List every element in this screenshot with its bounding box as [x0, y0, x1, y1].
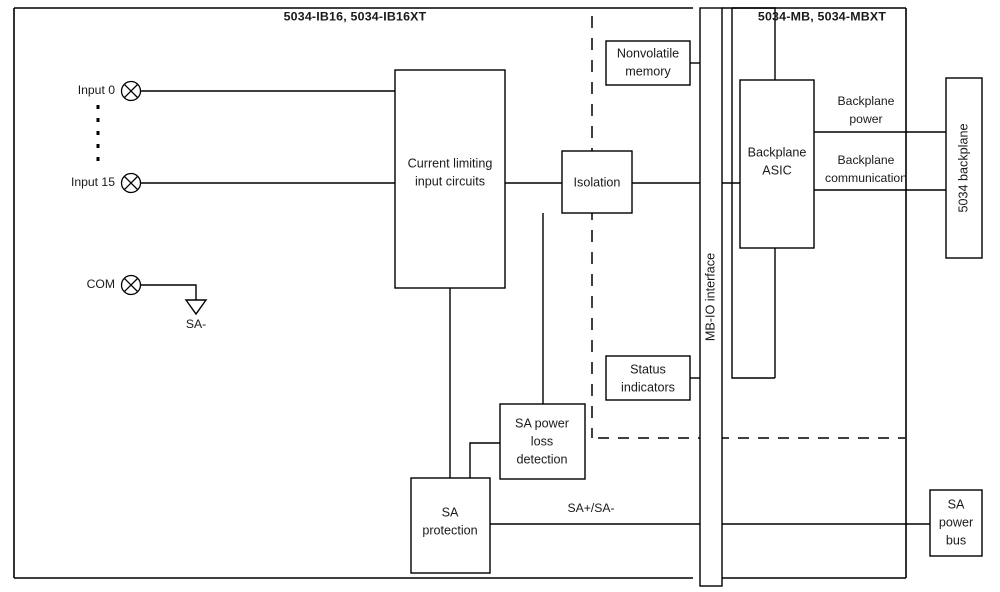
block-status-indicators: Status indicators: [605, 355, 691, 401]
block-label-line1: Current limiting: [408, 156, 493, 170]
block-label-line1: 5034 backplane: [956, 124, 970, 213]
screw-terminal-cross-icon: [124, 176, 138, 190]
wire-label-line1: Backplane: [838, 153, 895, 167]
block-sa-power-bus: SA power bus: [929, 489, 983, 557]
block-label-line3: detection: [516, 452, 567, 466]
terminal-label-input-0: Input 0: [78, 83, 115, 97]
block-current-limiting-input-circuits: Current limiting input circuits: [394, 69, 506, 289]
wire-label-backplane-communication: Backplane communication: [825, 153, 907, 185]
wire-label-sa-plus-sa-minus: SA+/SA-: [567, 501, 614, 515]
wire-label-backplane-power: Backplane power: [838, 94, 895, 126]
screw-terminal-cross-icon: [124, 84, 138, 98]
wire-label-line2: power: [849, 112, 882, 126]
terminal-input-15[interactable]: Input 15: [71, 172, 395, 194]
block-label-line1: MB-IO interface: [703, 253, 717, 341]
block-5034-backplane: 5034 backplane: [945, 77, 983, 259]
block-rect: [739, 79, 815, 249]
block-rect: [929, 489, 983, 557]
block-rect: [699, 7, 723, 587]
wire-label-line1: Backplane: [838, 94, 895, 108]
block-label-line1: SA: [442, 505, 459, 519]
block-label-line2: power: [939, 515, 973, 529]
ground-triangle-icon: [184, 299, 208, 316]
block-rect: [499, 403, 586, 480]
block-backplane-asic: Backplane ASIC: [739, 79, 815, 249]
terminal-label-com: COM: [87, 277, 115, 291]
block-label-line2: indicators: [621, 380, 675, 394]
block-label-line1: Nonvolatile: [617, 46, 679, 60]
module-outline-left: [13, 7, 907, 579]
block-label-line2: ASIC: [762, 163, 791, 177]
block-label-line2: input circuits: [415, 174, 485, 188]
wire-label-line2: communication: [825, 171, 907, 185]
isolation-boundary: [591, 16, 905, 439]
block-label-line1: SA: [948, 497, 965, 511]
block-nonvolatile-memory: Nonvolatile memory: [605, 40, 691, 86]
module-title-right: 5034-MB, 5034-MBXT: [758, 9, 886, 23]
block-rect: [605, 355, 691, 401]
terminal-com[interactable]: COM: [87, 274, 197, 301]
block-rect: [945, 77, 983, 259]
module-title-left: 5034-IB16, 5034-IB16XT: [284, 9, 427, 23]
block-rect: [561, 150, 633, 214]
block-sa-protection: SA protection: [410, 477, 491, 574]
block-label-line2: memory: [625, 64, 671, 78]
screw-terminal-cross-icon: [124, 278, 138, 292]
block-rect: [410, 477, 491, 574]
terminal-label-input-15: Input 15: [71, 175, 115, 189]
block-isolation: Isolation: [561, 150, 633, 214]
ground-label: SA-: [186, 317, 206, 331]
block-label-line1: Status: [630, 362, 666, 376]
block-label-line2: loss: [531, 434, 553, 448]
wire-mbio-top-to-asic: [732, 7, 776, 80]
wire-mbio-right-bus-vertical: [731, 8, 775, 379]
block-label-line1: Backplane: [748, 145, 807, 159]
block-label-line2: protection: [422, 523, 477, 537]
block-label-line1: SA power: [515, 416, 569, 430]
block-label-line1: Isolation: [574, 175, 621, 189]
block-label-line3: bus: [946, 533, 966, 547]
wire-com-to-ground: [140, 284, 197, 300]
ground-symbol-sa-minus: SA-: [184, 299, 208, 331]
block-sa-power-loss-detection: SA power loss detection: [499, 403, 586, 480]
block-mb-io-interface: MB-IO interface: [699, 7, 723, 587]
wire-sa-power-loss-to-sa-protection: [469, 442, 500, 478]
terminal-input-0[interactable]: Input 0: [78, 80, 395, 102]
